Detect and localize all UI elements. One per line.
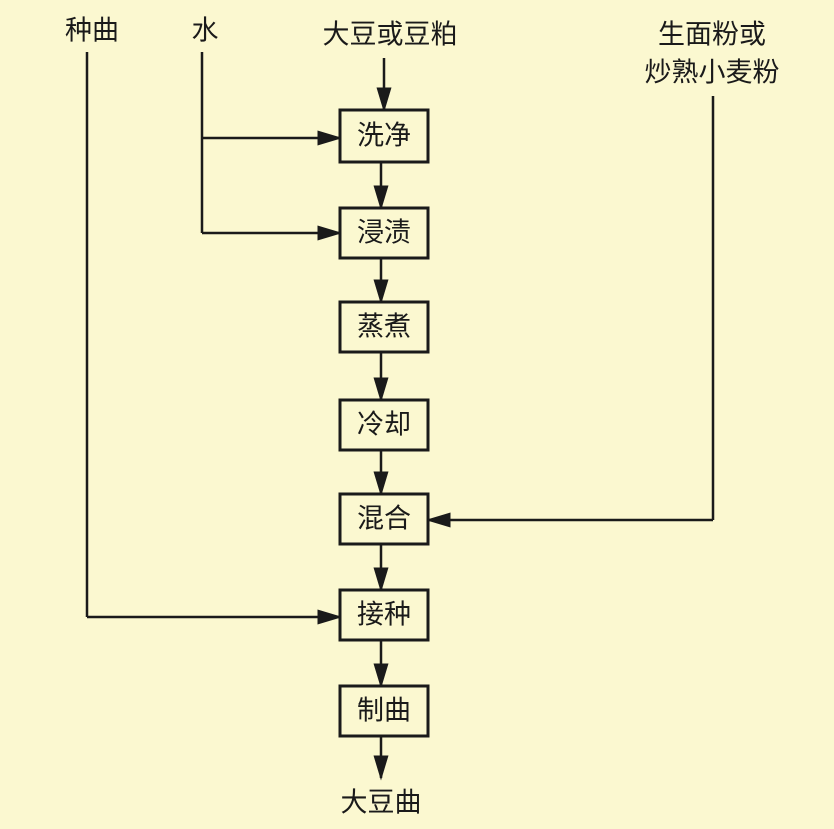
step-soak: 浸渍 (338, 206, 430, 260)
input-seed-koji: 种曲 (65, 16, 119, 47)
step-label: 蒸煮 (357, 312, 411, 343)
step-label: 混合 (357, 504, 411, 535)
step-label: 接种 (357, 600, 411, 631)
input-water: 水 (192, 16, 219, 47)
step-make-koji: 制曲 (338, 684, 430, 738)
input-flour-line1: 生面粉或 (658, 20, 766, 51)
step-steam: 蒸煮 (338, 300, 430, 354)
input-flour-line2: 炒熟小麦粉 (645, 58, 780, 89)
step-mix: 混合 (338, 492, 430, 546)
step-label: 浸渍 (357, 218, 411, 249)
step-cool: 冷却 (338, 398, 430, 452)
step-label: 冷却 (357, 410, 411, 441)
step-label: 洗净 (357, 121, 411, 152)
output-label: 大豆曲 (341, 788, 422, 819)
connectors (85, 52, 715, 781)
step-label: 制曲 (357, 696, 411, 727)
step-wash: 洗净 (338, 108, 430, 164)
input-soybean: 大豆或豆粕 (323, 20, 458, 51)
step-inoculate: 接种 (338, 588, 430, 642)
